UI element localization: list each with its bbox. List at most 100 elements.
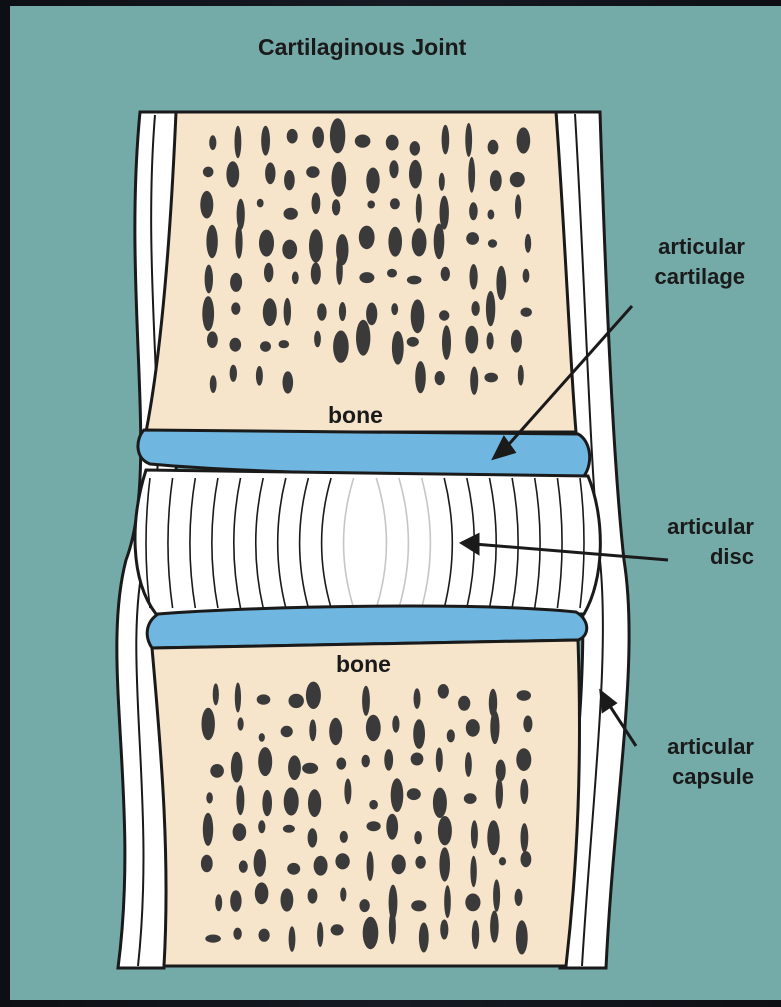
bone-pore [471,301,479,316]
capsule-label-line1: articular [594,732,754,762]
bone-pore [438,816,452,845]
bone-pore [282,240,297,260]
bone-pore [444,885,451,918]
diagram-title: Cartilaginous Joint [258,34,466,61]
bone-pore [411,753,424,766]
bone-pore [210,764,224,778]
bone-pore [263,298,277,326]
bone-pore [233,823,247,841]
bone-pore [484,373,498,383]
bone-pore [202,708,215,740]
bone-pore [415,856,425,869]
bone-pore [469,202,478,220]
bone-pore [309,229,323,263]
bone-pore [392,854,406,874]
bone-pore [235,683,241,713]
bone-pore [466,232,479,245]
bone-pore [215,894,222,911]
bone-pore [336,256,343,285]
bone-pore [254,849,266,877]
bone-pore [230,273,242,292]
bone-pore [283,825,295,833]
bone-pore [366,715,381,742]
bone-pore [439,310,449,320]
bone-pore [439,173,445,191]
bone-pore [308,828,318,847]
bone-pore [390,198,400,209]
bone-pore [205,265,213,294]
bone-pore [464,793,477,804]
bone-pore [205,935,221,943]
articular-disc [135,470,600,614]
bone-pore [412,228,427,256]
bone-pore [391,303,398,315]
bone-pore [308,789,321,817]
bone-pore [523,269,530,283]
bone-pore [486,291,495,326]
bone-pore [409,160,422,189]
bone-pore [336,758,346,770]
bone-pore [281,726,293,737]
bone-pore [471,820,478,848]
bone-pore [447,729,455,742]
bone-pore [517,127,531,153]
bone-pore [392,716,399,733]
bone-pore [259,929,270,942]
bone-pore [230,338,242,352]
bone-pore [488,239,497,248]
bone-pore [516,748,531,771]
bone-pore [369,800,378,810]
bone-pore [231,302,240,314]
bone-pore [438,684,449,699]
bone-pore [355,135,371,148]
bone-pore [411,299,425,333]
bone-pore [470,264,478,290]
bone-pore [261,126,270,156]
bone-pore [520,779,528,804]
bone-pore [465,752,472,777]
bone-pore [289,694,304,708]
bone-pore [468,157,475,193]
bone-pore [440,196,449,230]
bone-pore [488,210,495,220]
bone-pore [259,230,274,257]
bone-pore [332,162,347,197]
bone-pore [284,170,295,190]
bone-pore [314,856,328,876]
bone-pore [407,788,421,800]
bone-pore [490,710,499,744]
bone-pore [200,191,213,219]
bone-pore [415,361,426,393]
bone-pore [521,308,532,317]
bone-pore [466,719,480,737]
bone-pore [366,168,379,194]
bone-pore [499,857,506,865]
bone-pore [238,717,244,730]
bone-pore [366,303,377,326]
bone-pore [255,882,269,904]
bone-pore [339,302,346,321]
bone-pore [387,269,397,278]
bone-pore [362,686,370,716]
bone-pore [517,690,531,701]
bone-pore [434,224,445,260]
bone-pore [230,890,241,912]
bone-pore [257,199,264,208]
capsule-label-line2: capsule [594,762,754,792]
bone-pore [465,123,472,157]
cartilage-label-line1: articular [585,232,745,262]
bone-pore [203,167,214,178]
bone-pore [317,303,326,320]
bone-pore [367,821,381,831]
bone-pore [206,225,217,258]
bone-pore [392,331,404,365]
bone-pore [411,900,426,911]
bone-pore [521,851,532,867]
bone-pore [496,778,503,809]
bone-pore [410,141,420,156]
cartilage-label: articular cartilage [585,232,745,292]
bone-pore [289,926,296,952]
bone-pore [235,226,242,259]
bone-pore [356,320,370,356]
bone-pore [331,924,344,935]
